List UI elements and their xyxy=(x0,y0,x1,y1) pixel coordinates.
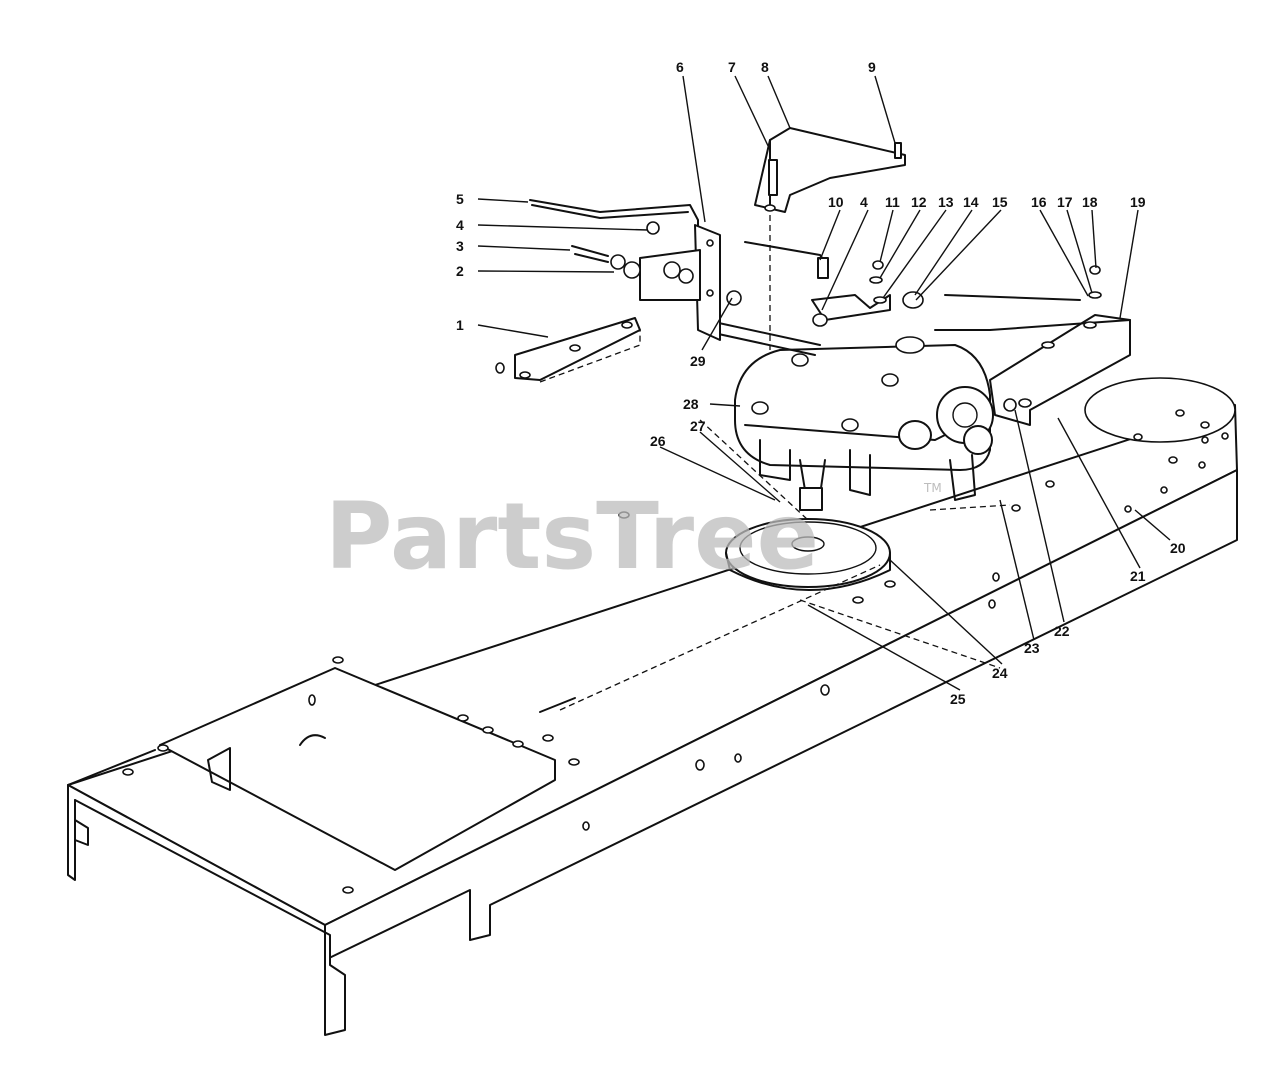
callout-5: 5 xyxy=(456,191,464,207)
callout-20: 20 xyxy=(1170,540,1186,556)
callout-18: 18 xyxy=(1082,194,1098,210)
callout-12: 12 xyxy=(911,194,927,210)
shift-lever-drawing xyxy=(495,199,742,383)
callout-16: 16 xyxy=(1031,194,1047,210)
bracket-8-drawing xyxy=(744,127,1102,412)
callout-28: 28 xyxy=(683,396,699,412)
callout-27: 27 xyxy=(690,418,706,434)
pulley-drawing xyxy=(725,518,891,591)
callout-11: 11 xyxy=(885,194,900,210)
callout-23: 23 xyxy=(1024,640,1040,656)
callout-29: 29 xyxy=(690,353,706,369)
frame-drawing xyxy=(67,377,1238,1036)
bracket-19-drawing xyxy=(934,294,1131,426)
watermark: PartsTree TM xyxy=(325,481,942,590)
callout-6: 6 xyxy=(676,59,684,75)
callout-4b: 4 xyxy=(860,194,868,210)
drive-rod-drawing xyxy=(539,419,1011,713)
callout-1: 1 xyxy=(456,317,464,333)
callout-labels: 1 2 3 4 5 6 7 8 9 10 4 11 12 13 14 15 16… xyxy=(456,59,1186,707)
callout-15: 15 xyxy=(992,194,1008,210)
watermark-text: PartsTree xyxy=(325,483,819,590)
callout-24: 24 xyxy=(992,665,1008,681)
callout-10: 10 xyxy=(828,194,844,210)
watermark-trademark: TM xyxy=(923,481,942,495)
callout-21: 21 xyxy=(1130,568,1146,584)
callout-13: 13 xyxy=(938,194,954,210)
callout-7: 7 xyxy=(728,59,736,75)
callout-25: 25 xyxy=(950,691,966,707)
frame-holes xyxy=(122,409,1229,894)
callout-4: 4 xyxy=(456,217,464,233)
callout-8: 8 xyxy=(761,59,769,75)
callout-14: 14 xyxy=(963,194,979,210)
callout-9: 9 xyxy=(868,59,876,75)
callout-26: 26 xyxy=(650,433,666,449)
callout-3: 3 xyxy=(456,238,464,254)
callout-19: 19 xyxy=(1130,194,1146,210)
callout-22: 22 xyxy=(1054,623,1070,639)
callout-17: 17 xyxy=(1057,194,1073,210)
leader-lines xyxy=(477,75,1171,691)
callout-2: 2 xyxy=(456,263,464,279)
transmission-drawing xyxy=(699,319,994,511)
